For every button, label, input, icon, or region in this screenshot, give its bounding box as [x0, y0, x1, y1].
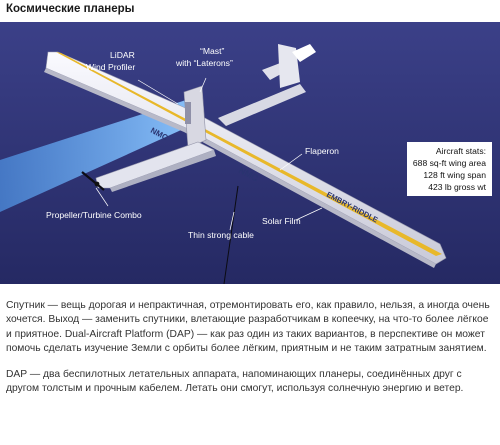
solar-pointer	[295, 207, 323, 221]
cable-label: Thin strong cable	[188, 230, 254, 240]
lidar-beam	[0, 100, 190, 212]
mast-pointer	[199, 77, 207, 93]
wing-underside	[44, 68, 436, 268]
aircraft-diagram: NMC NMC EMBRY-RIDDLE LiDAR Wind Profiler…	[0, 22, 500, 284]
propeller-hub	[94, 181, 100, 187]
stats-line: 688 sq-ft wing area	[412, 158, 486, 168]
article-paragraph: DAP — два беспилотных летательных аппара…	[6, 369, 464, 395]
cable-line	[223, 185, 239, 284]
mast-label-line1: “Mast”	[200, 46, 224, 56]
upper-aircraft-boom	[218, 84, 306, 126]
stats-heading: Aircraft stats:	[435, 146, 486, 156]
propeller-blade	[81, 171, 105, 191]
lidar-pointer	[137, 79, 179, 105]
lidar-label-line2: Wind Profiler	[86, 62, 135, 72]
stats-line: 128 ft wing span	[423, 170, 486, 180]
wing-stripe	[56, 52, 442, 256]
stats-line: 423 lb gross wt	[428, 182, 486, 192]
mast	[183, 85, 207, 149]
fuselage-shadow	[110, 150, 216, 192]
article-paragraph: Спутник — вещь дорогая и непрактичная, о…	[6, 300, 490, 354]
mast-label-line2: with “Laterons”	[175, 58, 233, 68]
flaperon-label: Flaperon	[305, 146, 339, 156]
aircraft-illustration: NMC NMC EMBRY-RIDDLE LiDAR Wind Profiler…	[0, 22, 500, 284]
flaperon-pointer	[279, 153, 303, 171]
propeller-pointer	[95, 187, 109, 207]
aircraft-stats-box: Aircraft stats: 688 sq-ft wing area 128 …	[406, 142, 492, 196]
upper-aircraft-fin-tip	[292, 44, 316, 62]
solar-film-label: Solar Film	[262, 216, 301, 226]
cable-pointer	[229, 211, 235, 231]
lidar-label-line1: LiDAR	[110, 50, 135, 60]
mast-sensor	[185, 102, 191, 124]
article-title: Космические планеры	[6, 3, 135, 15]
propeller-label: Propeller/Turbine Combo	[46, 210, 142, 220]
